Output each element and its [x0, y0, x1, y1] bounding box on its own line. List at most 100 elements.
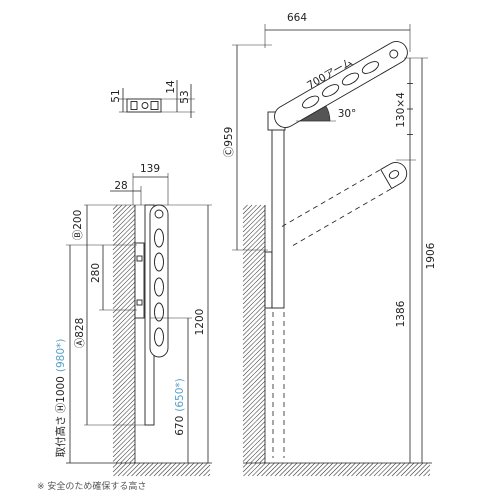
hatch-line	[242, 353, 266, 377]
hatch-line	[162, 462, 177, 477]
hatch-line	[242, 367, 266, 390]
hatch-line	[427, 473, 431, 477]
hatch-line	[387, 462, 401, 477]
hatch-line	[242, 308, 266, 332]
hatch-line	[242, 250, 266, 273]
hatch-line	[242, 205, 266, 228]
arm-raised	[274, 41, 408, 128]
hatch-line	[256, 462, 271, 477]
hatch-line	[333, 462, 347, 477]
hatch-line	[149, 462, 163, 477]
hatch-line	[242, 326, 266, 350]
hatch-line	[301, 462, 316, 477]
dim-label-664: 664	[287, 12, 307, 24]
hatch-line	[112, 317, 136, 341]
hatch-line	[112, 376, 136, 399]
hatch-line	[242, 277, 266, 300]
dim-label-14: 14	[165, 80, 177, 94]
hatch-line	[247, 462, 262, 477]
hatch-line	[265, 462, 280, 477]
hatch-line	[126, 462, 141, 477]
hatch-line	[261, 462, 275, 477]
angle-label-30: 30°	[338, 108, 357, 120]
hatch-line	[112, 430, 136, 453]
wall-mount-plate	[134, 242, 145, 319]
hatch-line	[176, 462, 190, 477]
hatch-line	[112, 313, 136, 336]
arm-hole	[302, 95, 320, 109]
safety-height-note: ※ 安全のため確保する高さ	[37, 480, 146, 492]
front-view: 139 28 Ⓑ200 280 Ⓐ828 取付高さⒽ1000(980*) 120…	[54, 163, 212, 477]
hatch-line	[112, 214, 136, 237]
hatch-line	[112, 263, 136, 287]
hatch-line	[112, 358, 136, 381]
clearance-alt-value: (650*)	[174, 378, 186, 411]
hatch-line	[242, 209, 266, 233]
hatch-line	[120, 448, 136, 464]
hatch-line	[117, 462, 132, 477]
hatch-line	[112, 204, 132, 224]
support-post-side	[271, 117, 285, 309]
arm-hole	[389, 49, 399, 59]
hatch-line	[274, 462, 289, 477]
angle-wedge	[298, 105, 331, 122]
hatch-line	[112, 385, 136, 408]
hatch-line	[242, 349, 266, 372]
hatch-line	[242, 322, 266, 345]
hatch-line	[171, 462, 186, 477]
hatch-line	[242, 204, 248, 210]
hatch-line	[144, 462, 159, 477]
hatch-line	[112, 232, 136, 255]
hatch-line	[112, 380, 136, 404]
hatch-line	[364, 462, 379, 477]
hatch-line	[242, 398, 266, 422]
arm-hole	[154, 277, 164, 297]
hatch-line	[270, 462, 284, 477]
arm-hole	[154, 209, 164, 219]
hatch-line	[112, 245, 136, 269]
hatch-line	[112, 290, 136, 314]
hatch-line	[409, 462, 424, 477]
mount-screw	[136, 255, 143, 262]
hatch-line	[242, 268, 266, 291]
hatch-line	[259, 457, 266, 464]
dim-label-139: 139	[140, 163, 160, 175]
hatch-line	[112, 353, 136, 377]
hatch-line	[112, 362, 136, 386]
hatch-line	[112, 394, 136, 417]
hatch-line	[242, 223, 266, 246]
hatch-line	[242, 299, 266, 323]
hatch-line	[242, 340, 266, 363]
hatch-line	[158, 462, 172, 477]
hatch-line	[135, 462, 150, 477]
dim-label-53: 53	[179, 90, 191, 103]
hatch-line	[243, 462, 257, 477]
hatch-line	[288, 462, 302, 477]
hatch-line	[112, 281, 136, 305]
hatch-line	[242, 281, 266, 305]
hatch-line	[346, 462, 361, 477]
hatch-line	[242, 380, 266, 404]
hatch-line	[203, 469, 211, 477]
hatch-line	[112, 286, 136, 309]
hatch-line	[242, 403, 266, 426]
mount-height-value: Ⓗ1000	[55, 376, 67, 413]
hatch-line	[242, 430, 266, 453]
hatch-line	[423, 469, 431, 477]
hatch-line	[112, 218, 136, 242]
clearance-value: 670	[174, 416, 186, 436]
hatch-line	[112, 254, 136, 278]
hatch-line	[242, 358, 266, 381]
arm-hole	[341, 72, 360, 86]
hatch-line	[242, 385, 266, 408]
hatch-line	[207, 473, 211, 477]
dim-label-280: 280	[90, 263, 102, 283]
hatch-line	[250, 448, 266, 464]
hatch-line	[112, 398, 136, 422]
hatch-line	[131, 462, 145, 477]
bracket-slot-right	[150, 101, 159, 110]
dim-label-1906: 1906	[425, 242, 437, 269]
hatch-line	[242, 214, 266, 237]
bracket-screw-hole	[141, 102, 149, 109]
